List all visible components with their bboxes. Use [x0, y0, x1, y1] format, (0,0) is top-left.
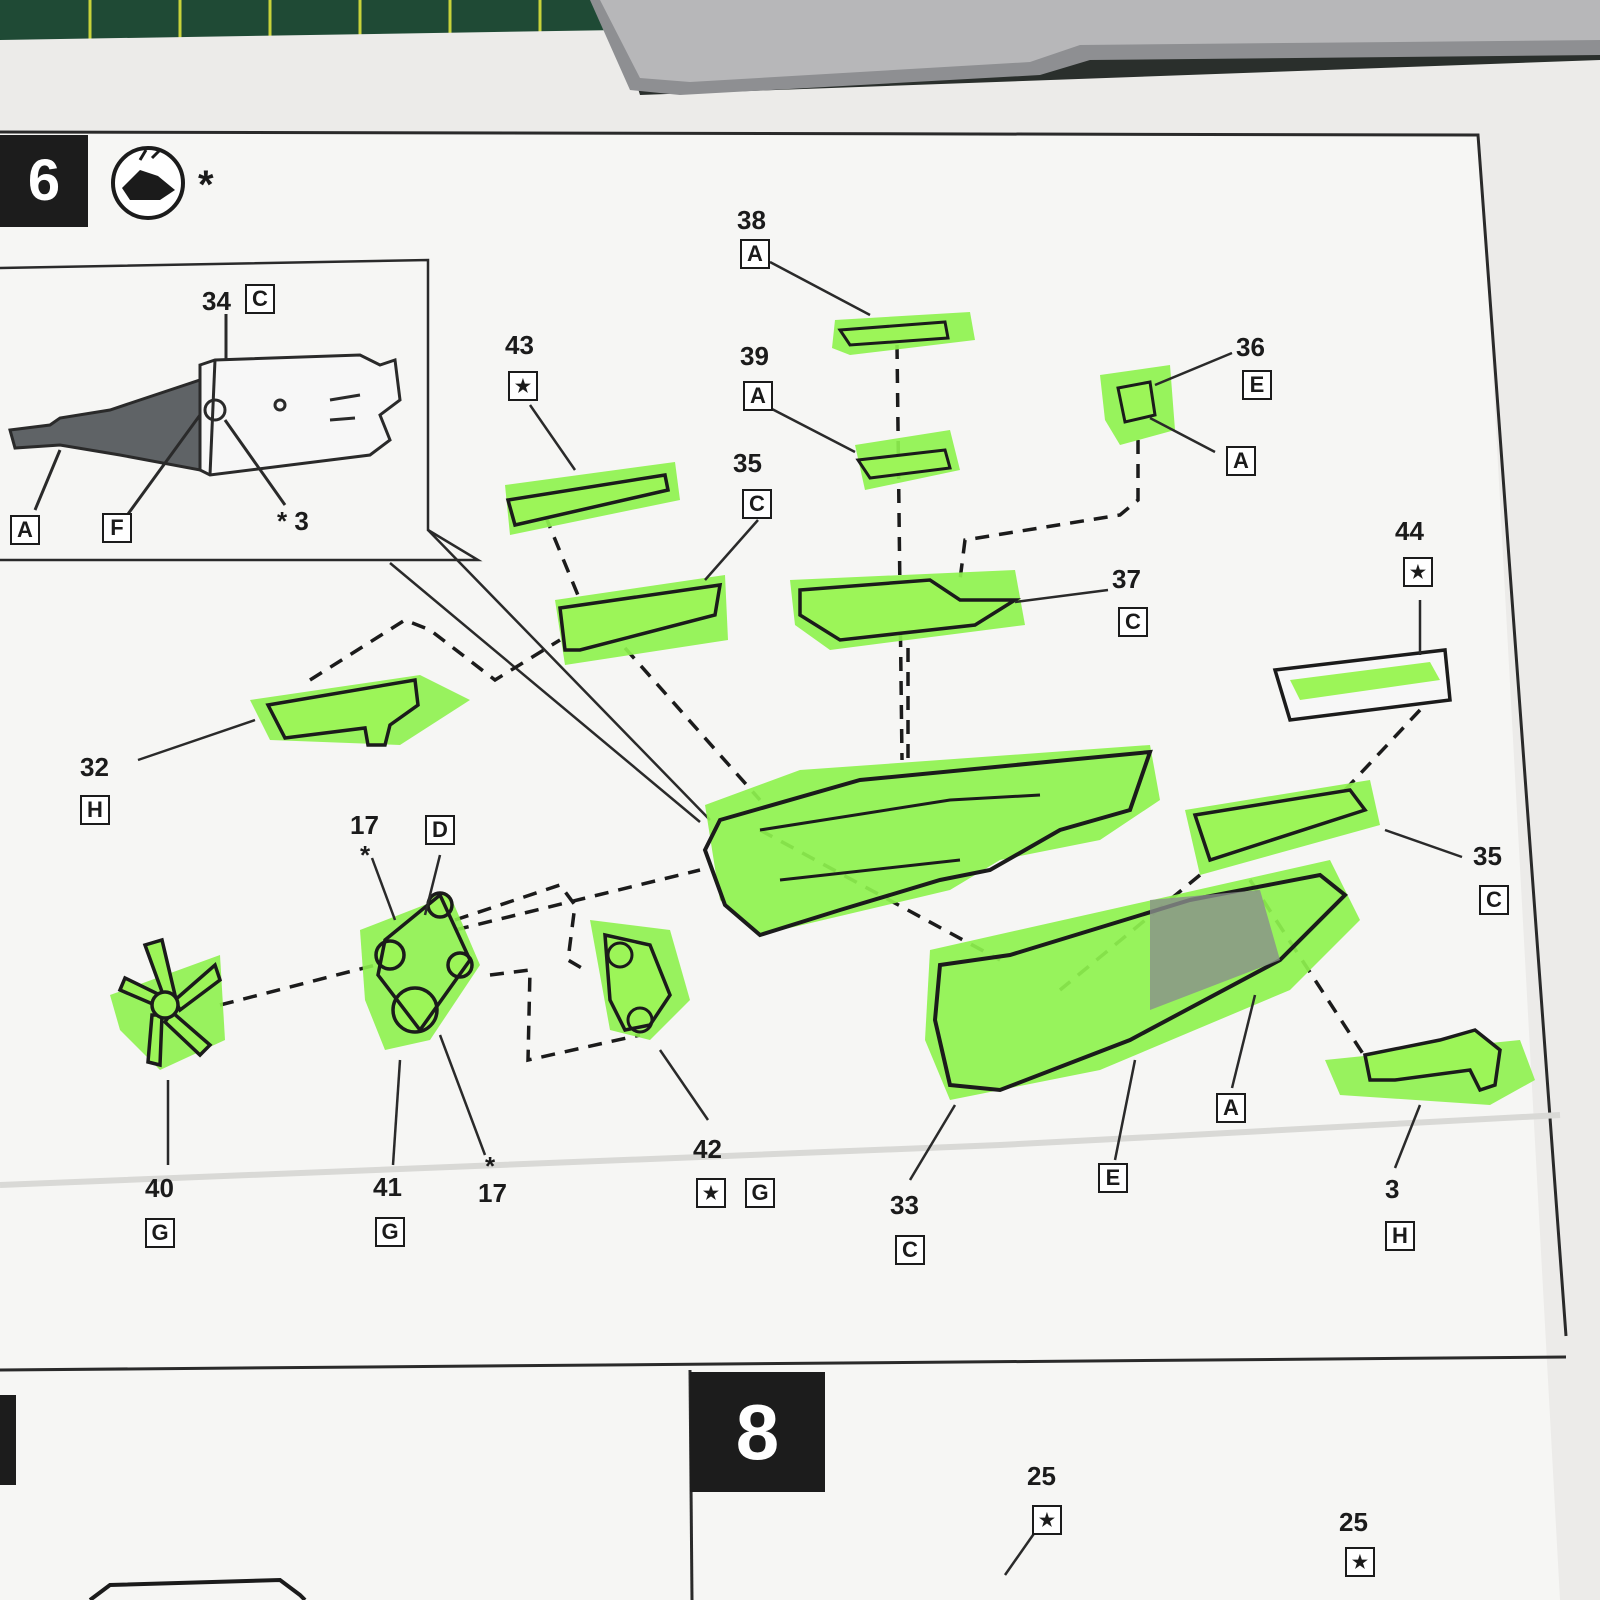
part-25-box: ★ — [1032, 1505, 1062, 1535]
part-3-number: 3 — [1385, 1174, 1400, 1204]
part-36-secondary-box: A — [1226, 446, 1256, 476]
part-17-star: * — [360, 840, 371, 870]
part-39-number: 39 — [740, 341, 769, 371]
part-38-box: A — [740, 239, 770, 269]
part-42-box: G — [745, 1178, 775, 1208]
part-3-box: H — [1385, 1221, 1415, 1251]
part-44-number: 44 — [1395, 516, 1424, 546]
part-36-number: 36 — [1236, 332, 1265, 362]
part-25-number: 25 — [1027, 1461, 1056, 1491]
part-17b-star: * — [485, 1151, 496, 1181]
inset-leader-lines — [389, 529, 711, 823]
part-43-number: 43 — [505, 330, 534, 360]
part-36-box: E — [1242, 370, 1272, 400]
part-35-box: C — [742, 489, 772, 519]
part-25b-number: 25 — [1339, 1507, 1368, 1537]
part-42-star-box: ★ — [696, 1178, 726, 1208]
inset-part-box: C — [245, 284, 275, 314]
highlighted-parts — [110, 312, 1535, 1105]
inset-callout-a: A — [10, 515, 40, 545]
step-block-fragment — [0, 1395, 16, 1485]
part-17-number: 17 — [350, 810, 379, 840]
next-step-drawing-fragment — [88, 1577, 307, 1600]
part-32-box: H — [80, 795, 110, 825]
part-44-box: ★ — [1403, 557, 1433, 587]
part-37-number: 37 — [1112, 564, 1141, 594]
step-number-8: 8 — [690, 1372, 825, 1492]
part-37-box: C — [1118, 607, 1148, 637]
part-42-number: 42 — [693, 1134, 722, 1164]
part-35-right-box: C — [1479, 885, 1509, 915]
part-43-box: ★ — [508, 371, 538, 401]
transmission-callout-a: A — [1216, 1093, 1246, 1123]
part-33-box: C — [895, 1235, 925, 1265]
part-39-box: A — [743, 381, 773, 411]
part-25b-box: ★ — [1345, 1547, 1375, 1577]
step-number-6: 6 — [0, 135, 88, 227]
part-33-number: 33 — [890, 1190, 919, 1220]
glue-icon — [111, 146, 185, 220]
part-32-number: 32 — [80, 752, 109, 782]
part-17-box: D — [425, 815, 455, 845]
part-41-number: 41 — [373, 1172, 402, 1202]
part-40-box: G — [145, 1218, 175, 1248]
inset-part-number: 34 — [202, 286, 231, 316]
paper-crease — [0, 1112, 1561, 1188]
step-panel-border — [0, 130, 1568, 1337]
part-35-right-number: 35 — [1473, 841, 1502, 871]
inset-callout-3: * 3 — [277, 506, 309, 536]
inset-callout-f: F — [102, 513, 132, 543]
part-35-number: 35 — [733, 448, 762, 478]
part-41-box: G — [375, 1217, 405, 1247]
part-17b-number: 17 — [478, 1178, 507, 1208]
inset-transmission-drawing — [8, 314, 402, 526]
step-asterisk: * — [198, 163, 214, 207]
transmission-callout-e: E — [1098, 1163, 1128, 1193]
part-40-number: 40 — [145, 1173, 174, 1203]
part-38-number: 38 — [737, 205, 766, 235]
callout-leader-lines — [137, 260, 1463, 1576]
